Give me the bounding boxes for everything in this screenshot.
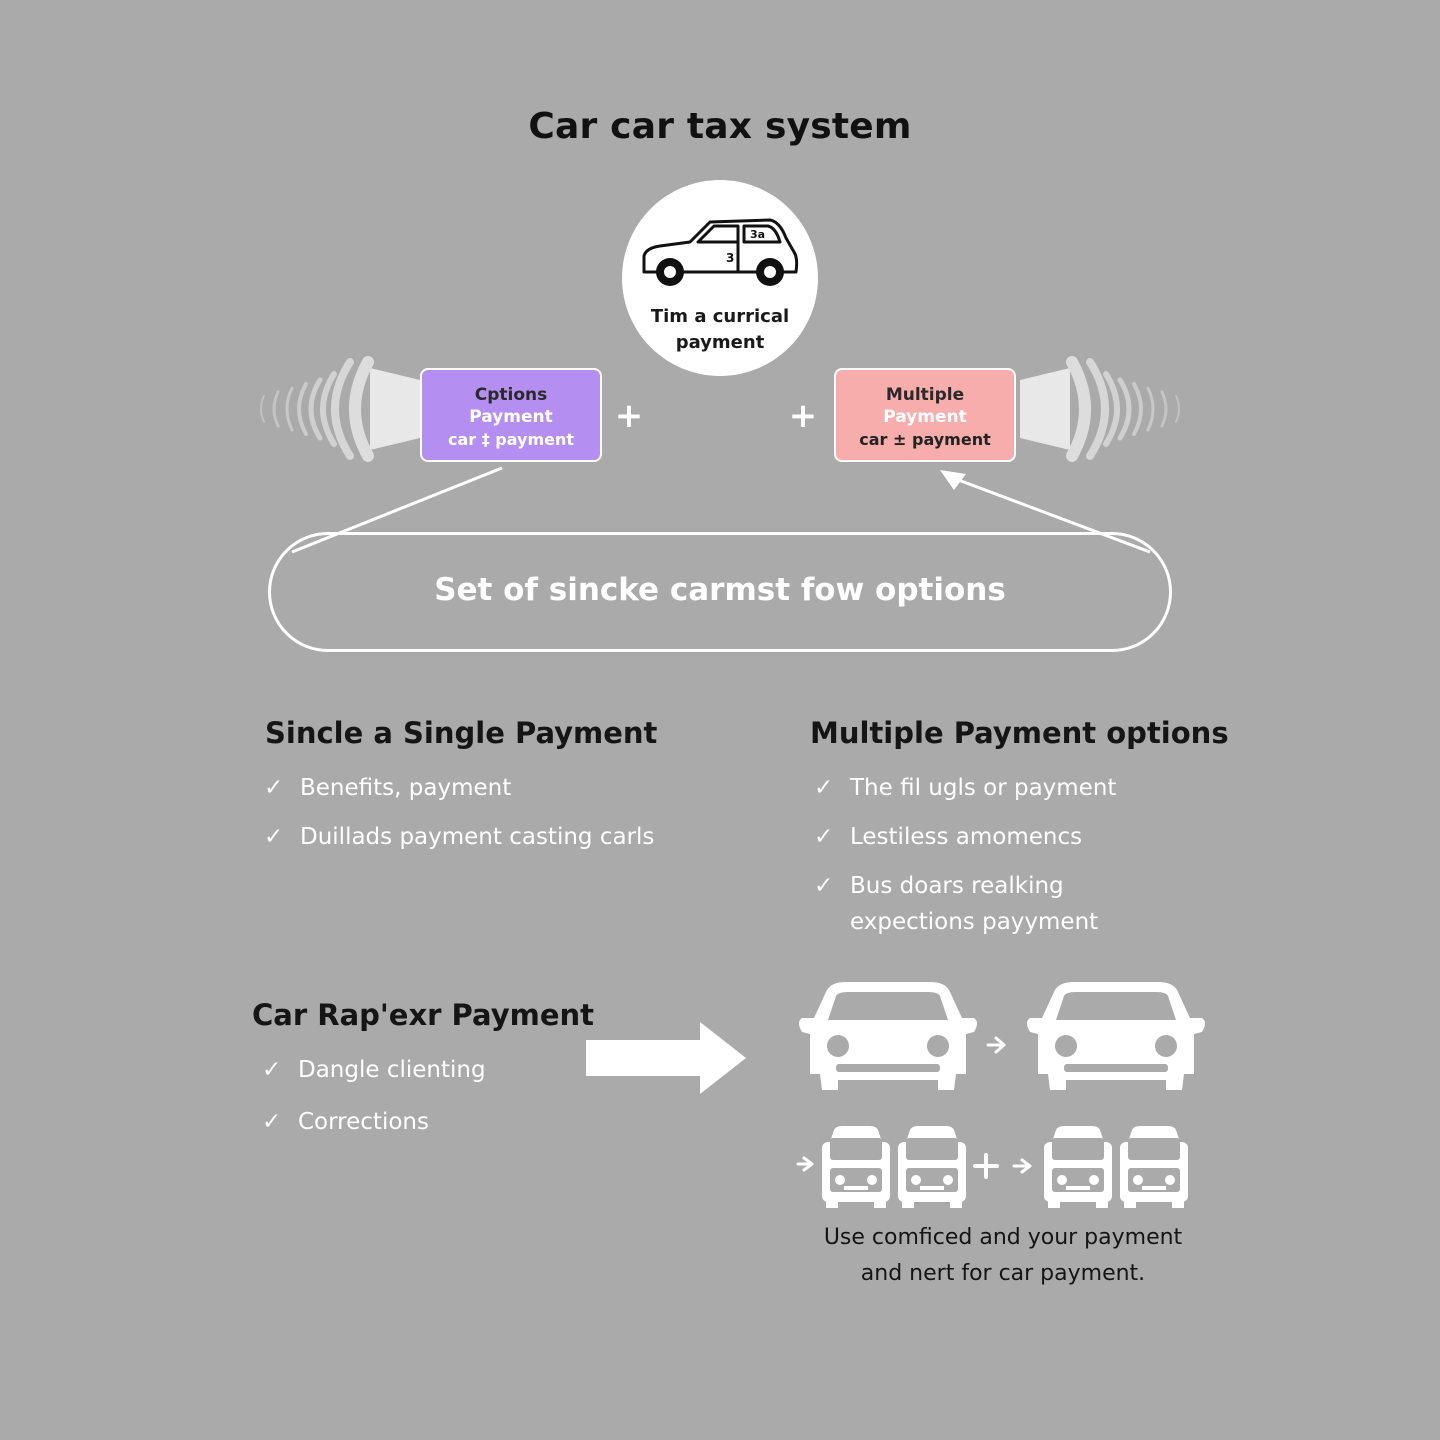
center-label-line1: Tim a currical bbox=[650, 306, 790, 327]
right-signal-icon bbox=[1020, 356, 1180, 462]
rapexr-payment-title: Car Rap'exr Payment bbox=[252, 998, 595, 1032]
small-arrow-icon bbox=[986, 1036, 1006, 1054]
caption-line1: Use comficed and your payment bbox=[823, 1225, 1183, 1250]
single-payment-item-text: Duillads payment casting carls bbox=[300, 824, 655, 850]
big-right-arrow-icon bbox=[586, 1022, 746, 1094]
single-payment-title: Sincle a Single Payment bbox=[265, 716, 658, 750]
connector-arrowhead-icon bbox=[940, 470, 966, 490]
large-car-front-icon bbox=[1027, 982, 1205, 1090]
small-car-front-icon bbox=[822, 1126, 890, 1208]
multiple-box-line2: Payment bbox=[883, 407, 967, 427]
options-payment-box: Cptions Payment car ‡ payment bbox=[420, 368, 602, 462]
rapexr-payment-list: ✓ Dangle clienting ✓ Corrections bbox=[262, 1052, 582, 1140]
center-label: Tim a currical payment bbox=[622, 304, 818, 356]
multiple-box-line1: Multiple bbox=[885, 385, 965, 405]
options-box-line2: Payment bbox=[469, 407, 553, 427]
multiple-payment-item: ✓ Lestiless amomencs bbox=[814, 819, 1194, 855]
svg-text:3a: 3a bbox=[750, 228, 765, 241]
diagram-title: Car car tax system bbox=[528, 106, 912, 147]
check-icon: ✓ bbox=[264, 824, 284, 850]
options-box-line1: Cptions bbox=[474, 385, 548, 405]
check-icon: ✓ bbox=[264, 775, 284, 801]
left-signal-icon bbox=[260, 356, 420, 462]
check-icon: ✓ bbox=[814, 873, 834, 899]
check-icon: ✓ bbox=[262, 1109, 282, 1135]
single-payment-list: ✓ Benefits, payment ✓ Duillads payment cas… bbox=[264, 770, 724, 855]
single-payment-item: ✓ Benefits, payment bbox=[264, 770, 724, 806]
multiple-box-line3: car ± payment bbox=[859, 430, 991, 449]
plus-sign-right: + bbox=[788, 396, 818, 436]
svg-text:3: 3 bbox=[726, 251, 734, 265]
rapexr-payment-item: ✓ Corrections bbox=[262, 1104, 582, 1140]
small-car-front-icon bbox=[1120, 1126, 1188, 1208]
multiple-payment-list: ✓ The fil ugls or payment ✓ Lestiless amom… bbox=[814, 770, 1194, 940]
large-car-front-icon bbox=[799, 982, 977, 1090]
small-car-front-icon bbox=[1044, 1126, 1112, 1208]
small-arrow-icon bbox=[796, 1156, 814, 1172]
options-pill bbox=[268, 532, 1172, 652]
rapexr-payment-item: ✓ Dangle clienting bbox=[262, 1052, 582, 1088]
car-icon: 3 3a bbox=[642, 218, 799, 286]
options-box-line3: car ‡ payment bbox=[447, 430, 575, 449]
options-pill-label: Set of sincke carmst fow options bbox=[434, 572, 1006, 608]
plus-icon bbox=[973, 1153, 999, 1179]
small-arrow-icon bbox=[1012, 1158, 1032, 1174]
single-payment-item-text: Benefits, payment bbox=[300, 775, 512, 801]
multiple-payment-item-text: The fil ugls or payment bbox=[850, 775, 1117, 801]
small-car-front-icon bbox=[898, 1126, 966, 1208]
cars-caption: Use comficed and your payment and nert f… bbox=[790, 1220, 1216, 1292]
multiple-payment-item-text: Lestiless amomencs bbox=[850, 824, 1083, 850]
check-icon: ✓ bbox=[814, 775, 834, 801]
center-node bbox=[622, 180, 818, 376]
single-payment-item: ✓ Duillads payment casting carls bbox=[264, 819, 724, 855]
plus-sign-left: + bbox=[614, 396, 644, 436]
multiple-payment-item: ✓ The fil ugls or payment bbox=[814, 770, 1194, 806]
check-icon: ✓ bbox=[262, 1057, 282, 1083]
multiple-payment-item: ✓ Bus doars realking expections payyment bbox=[814, 868, 1194, 940]
multiple-payment-box: Multiple Payment car ± payment bbox=[834, 368, 1016, 462]
rapexr-payment-item-text: Dangle clienting bbox=[298, 1057, 486, 1083]
multiple-payment-item-text: Bus doars realking expections payyment bbox=[850, 873, 1099, 935]
caption-line2: and nert for car payment. bbox=[860, 1261, 1146, 1286]
center-label-line2: payment bbox=[675, 332, 765, 353]
rapexr-payment-item-text: Corrections bbox=[298, 1109, 429, 1135]
check-icon: ✓ bbox=[814, 824, 834, 850]
multiple-payment-title: Multiple Payment options bbox=[810, 716, 1229, 750]
